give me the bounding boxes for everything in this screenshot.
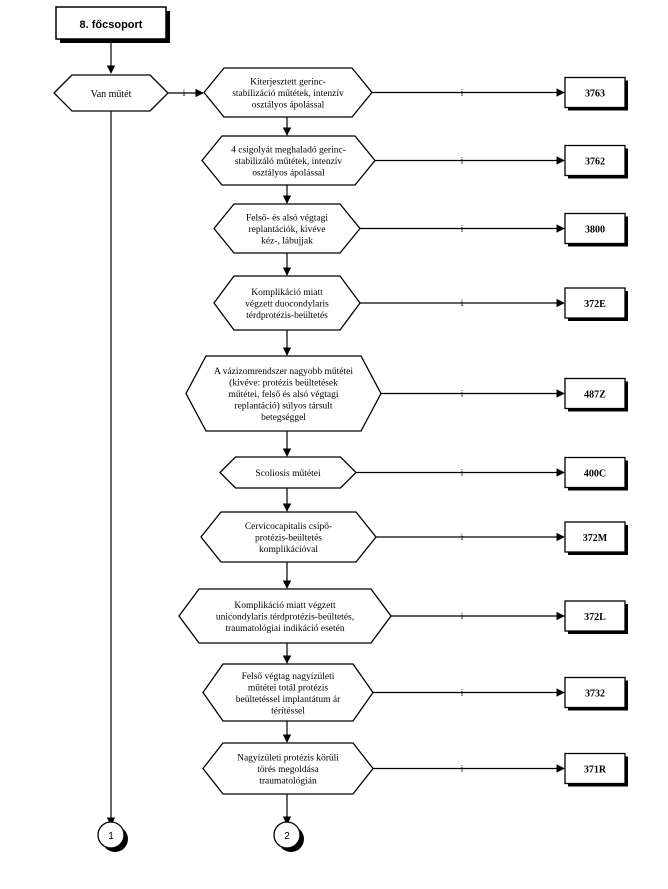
decision-label-line: Cervicocapitalis csípő- — [245, 522, 332, 532]
decision-label-line: osztályos ápolással — [252, 169, 325, 179]
result-box — [564, 377, 626, 410]
decision-2: 4 csigolyát meghaladó gerinc-stabilizáló… — [201, 135, 628, 204]
decision-label-line: Nagyízületi protézis körüli — [237, 754, 339, 764]
decision-label-line: Kiterjesztett gerinc- — [250, 78, 326, 88]
connector-2: 2 — [273, 821, 304, 852]
decision-label-line: osztályos ápolással — [252, 101, 325, 111]
decision-label-line: műtétei totál protézis — [248, 683, 329, 693]
decision-label-line: betegséggel — [261, 413, 306, 423]
result-code: 3763 — [585, 89, 605, 100]
result-box — [564, 76, 626, 109]
decision-label-line: komplikációval — [259, 545, 318, 555]
result-code: 372L — [584, 612, 606, 623]
start-yes-mark: i — [183, 88, 186, 98]
yes-mark: i — [461, 224, 464, 234]
connector-label: 2 — [284, 831, 290, 842]
yes-mark: i — [461, 532, 464, 542]
result-code: 372E — [584, 299, 606, 310]
start-node-label: Van műtét — [91, 89, 132, 100]
decision-8: Komplikáció miatt végzett unicondylaris t… — [178, 588, 628, 664]
title-text: 8. főcsoport — [80, 19, 143, 31]
connector-circle — [273, 821, 301, 849]
decision-label-line: A vázizomrendszer nagyobb műtétei — [214, 367, 353, 377]
decision-label-line: Komplikáció miatt — [251, 288, 323, 298]
result-box — [564, 752, 626, 785]
decision-label-line: 4 csigolyát meghaladó gerinc- — [231, 146, 346, 156]
yes-mark: i — [461, 468, 464, 478]
yes-mark: i — [461, 88, 464, 98]
decision-1: Kiterjesztett gerinc-stabilizáció műtéte… — [203, 67, 628, 136]
result-box — [564, 521, 626, 553]
decision-label-line: törés megoldása — [257, 765, 319, 775]
decision-label-line: unicondylaris térdprotézis-beültetés, — [216, 613, 354, 623]
result-box — [564, 144, 626, 177]
decision-label-line: térítéssel — [271, 706, 305, 716]
result-box — [564, 287, 626, 319]
decision-5: A vázizomrendszer nagyobb műtétei(kivéve… — [185, 355, 628, 457]
result-code: 372M — [583, 533, 608, 544]
start-node: Van műtét — [53, 74, 169, 112]
decision-label-line: beültetéssel implantátum ár — [236, 695, 341, 705]
connector-1: 1 — [97, 821, 128, 852]
decision-label-line: Felső végtag nagyízületi — [242, 672, 335, 682]
decision-4: Komplikáció miatt végzett duocondylaristé… — [213, 275, 628, 356]
yes-mark: i — [461, 688, 464, 698]
result-code: 3762 — [585, 157, 605, 168]
decision-label-line: stabilizáló műtétek, intenzív — [235, 157, 343, 167]
result-box — [564, 676, 626, 709]
decision-label-line: Komplikáció miatt végzett — [234, 601, 336, 611]
decision-label-line: Scoliosis műtétei — [255, 469, 321, 479]
decision-label-line: replantáció) súlyos társult — [234, 401, 333, 412]
result-box — [564, 600, 626, 632]
decision-label-line: Felső- és alsó végtagi — [246, 214, 328, 224]
decision-label-line: protézis-beültetés — [255, 534, 322, 544]
connector-label: 1 — [108, 831, 114, 842]
decision-label-line: végzett duocondylaris — [245, 300, 329, 310]
title-box: 8. főcsoport — [55, 6, 170, 43]
decision-label-line: replantációk, kivéve — [248, 225, 325, 235]
yes-mark: i — [461, 764, 464, 774]
yes-mark: i — [461, 611, 464, 621]
decision-6: Scoliosis műtétei i 400C — [219, 456, 628, 512]
yes-mark: i — [461, 298, 464, 308]
decision-label-line: traumatológián — [259, 777, 317, 787]
decision-label-line: stabilizáció műtétek, intenzív — [232, 89, 344, 99]
result-box — [564, 456, 626, 489]
connector-circle — [97, 821, 125, 849]
decision-label-line: kéz-, lábujjak — [261, 237, 313, 247]
decision-label-line: műtétei, felső és alsó végtagi — [228, 389, 338, 400]
yes-mark: i — [461, 389, 464, 399]
result-box — [564, 212, 626, 245]
decision-label-line: traumatológiai indikáció esetén — [225, 624, 344, 634]
decision-label-line: (kivéve: protézis beültetések — [229, 378, 338, 389]
result-code: 3732 — [585, 689, 605, 700]
result-code: 487Z — [584, 390, 606, 401]
decision-label-line: térdprotézis-beültetés — [246, 311, 328, 321]
yes-mark: i — [461, 156, 464, 166]
decision-7: Cervicocapitalis csípő-protézis-beülteté… — [200, 511, 628, 589]
result-code: 371R — [584, 765, 607, 776]
result-code: 400C — [584, 469, 606, 480]
result-code: 3800 — [585, 225, 605, 236]
